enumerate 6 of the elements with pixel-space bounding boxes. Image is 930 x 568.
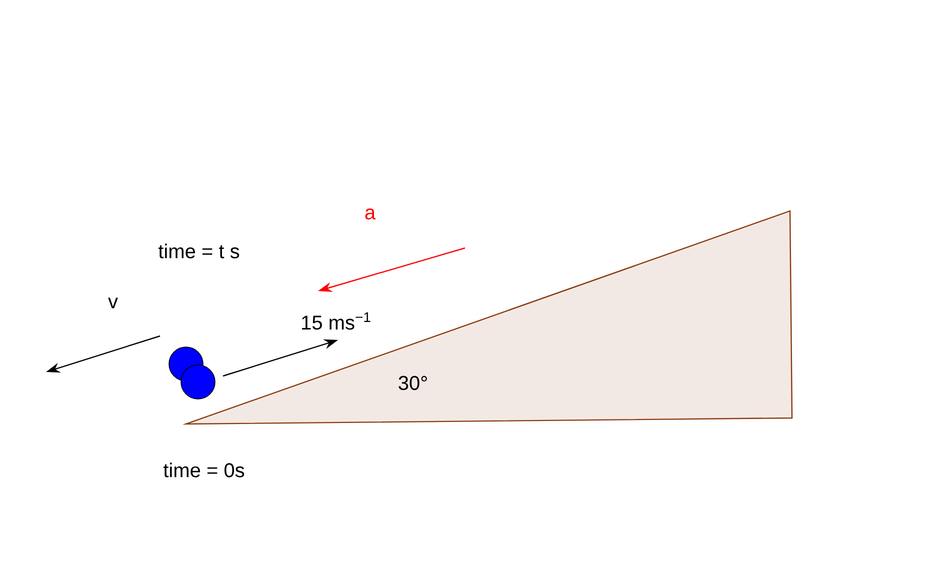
time-label: time = t s	[158, 244, 240, 258]
time-label: time = 0s	[163, 462, 244, 478]
angle-label: 30°	[398, 376, 427, 390]
velocity-label: v	[108, 298, 118, 308]
speed-label: 15 ms$^{−1}$	[302, 312, 370, 330]
acceleration-label: a	[365, 208, 376, 220]
